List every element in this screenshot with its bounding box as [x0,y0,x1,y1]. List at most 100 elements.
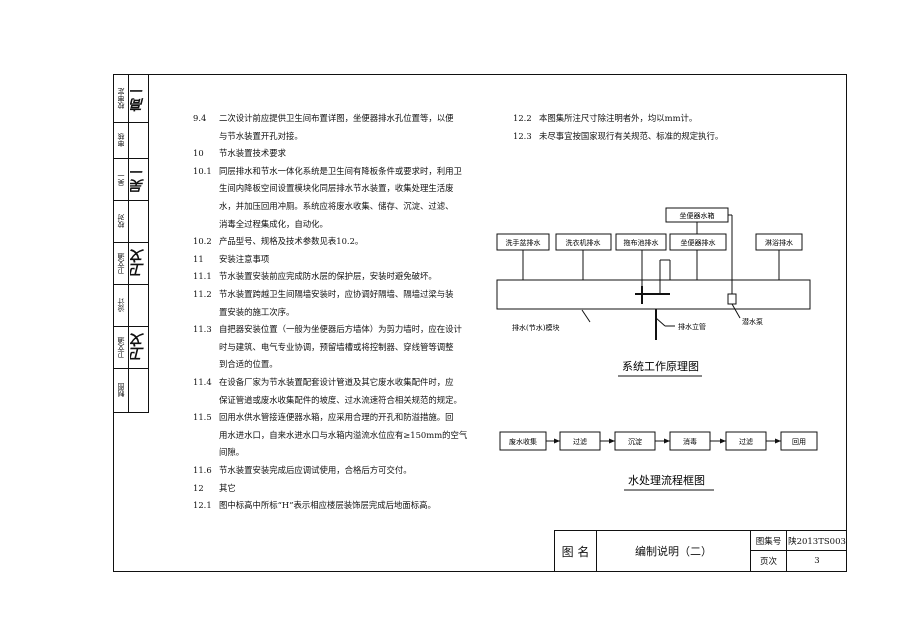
signature [129,201,148,242]
note-line: 12.2 本图集所注尺寸除注明者外，均以mm计。 [513,110,697,126]
sidebar-cell: 审核 [114,123,148,159]
note-line: 置安装的施工次序。 [193,304,294,320]
note-line: 11 安装注意事项 [193,251,269,267]
note-text: 本图集所注尺寸除注明者外，均以mm计。 [539,113,698,123]
drawing-name-label: 图 名 [555,531,597,571]
note-line: 11.6 节水装置安装完成后应调试使用，合格后方可交付。 [193,462,412,478]
riser-label: 排水立管 [678,322,706,331]
note-line: 12 其它 [193,480,236,496]
note-text: 保证管道或废水收集配件的坡度、过水流速符合相关规范的规定。 [219,394,462,405]
note-number: 9.4 [193,113,207,123]
note-line: 10.2 产品型号、规格及技术参数见表10.2。 [193,233,363,249]
note-text: 到合适的位置。 [219,359,278,370]
pump-box [727,293,737,305]
system-principle-caption: 系统工作原理图 [622,360,699,373]
flow-box-3 [615,233,667,251]
drain-module-label: 排水(节水)模块 [512,323,559,332]
sidebar-divider [128,201,129,242]
note-line: 10 节水装置技术要求 [193,145,286,161]
note-text: 未尽事宜按国家现行有关规范、标准的规定执行。 [539,130,724,141]
sidebar-cell-label: 制图 [117,383,125,398]
note-number: 12 [193,482,204,493]
flow-label-1: 洗手盆排水 [506,238,541,247]
sidebar-divider [128,123,129,158]
sidebar-cell-label: 校对 [117,214,125,229]
note-line: 12.3 未尽事宜按国家现行有关规范、标准的规定执行。 [513,128,723,144]
sidebar-divider [128,243,129,284]
step-label-6: 回用 [792,438,806,446]
sidebar-cell-label: 设计 [117,298,125,313]
note-line: 11.5 回用水供水管接连便器水箱，应采用合理的开孔和防溢措施。回 [193,409,454,425]
note-text: 节水装置安装完成后应调试使用，合格后方可交付。 [219,465,412,475]
sidebar-cell-label: 审核 [117,133,125,148]
note-line: 用水进水口，自来水进水口与水箱内溢流水位应有≥150mm的空气 [193,427,467,443]
note-text: 节水装置安装前应完成防水层的保护层，安装时避免破坏。 [219,271,437,282]
drain-module-box [496,279,811,310]
note-text: 间隙。 [219,447,245,458]
sidebar-cell-label: 卫文通 [117,253,125,274]
sidebar-cell: 卫文通卫文 [114,327,148,369]
note-number: 11.6 [193,465,212,475]
note-number: 11.1 [193,271,212,282]
drawing-title: 编制说明（二） [597,531,751,571]
note-number: 12.2 [513,113,532,123]
note-text: 回用水供水管接连便器水箱，应采用合理的开孔和防溢措施。回 [219,412,454,423]
sidebar-divider [128,285,129,326]
sidebar-divider [128,75,129,122]
sidebar-divider [128,327,129,368]
note-number: 11.5 [193,412,212,423]
note-number: 10 [193,148,204,159]
note-text: 安装注意事项 [219,253,270,264]
sidebar-cell: 卫文通卫文 [114,243,148,285]
note-number: 10.2 [193,236,212,247]
drawing-frame: 校审定高一审核吴一吴一校对卫文通卫文设计卫文通卫文制图 [113,74,847,572]
signature: 高一 [130,84,146,113]
sidebar-cell: 校审定高一 [114,75,148,123]
note-text: 时与建筑、电气专业协调，预留墙槽或将控制器、穿线管等调整 [219,341,454,352]
note-line: 时与建筑、电气专业协调，预留墙槽或将控制器、穿线管等调整 [193,339,454,355]
signature [129,369,148,412]
note-text: 自把器安装位置（一般为坐便器后方墙体）为剪力墙时，应在设计 [219,324,462,335]
flowchart-caption: 水处理流程框图 [628,473,705,487]
page-label: 页次 [751,551,787,571]
note-text: 与节水装置开孔对接。 [219,130,303,141]
sidebar-divider [128,159,129,200]
note-line: 11.3 自把器安装位置（一般为坐便器后方墙体）为剪力墙时，应在设计 [193,321,462,337]
flow-label-4: 坐便器排水 [681,238,716,247]
sidebar-divider [128,369,129,412]
sidebar-cell: 制图 [114,369,148,413]
note-text: 节水装置跨越卫生间隔墙安装时，应协调好隔墙、隔墙过梁与装 [219,289,454,299]
note-line: 水，并加压回用冲厕。系统应将废水收集、储存、沉淀、过滤、 [193,198,454,214]
note-number: 12.3 [513,130,532,141]
sidebar-cell: 设计 [114,285,148,327]
step-label-3: 沉淀 [628,437,642,446]
sidebar-cell-label: 吴一 [117,172,125,187]
note-line: 消毒全过程集成化，自动化。 [193,216,328,232]
step-label-1: 废水收集 [509,437,537,446]
note-text: 同层排水和节水一体化系统是卫生间有降板条件或要求时，利用卫 [219,165,462,176]
atlas-number-value: 陕2013TS003 [787,531,847,551]
step-label-4: 消毒 [683,437,697,446]
note-text: 节水装置技术要求 [219,148,286,159]
note-number: 11.3 [193,324,212,335]
signature: 吴一 [130,165,146,194]
pump-label: 潜水泵 [742,317,763,326]
approval-sidebar: 校审定高一审核吴一吴一校对卫文通卫文设计卫文通卫文制图 [114,75,149,413]
signature: 卫文 [130,249,146,278]
note-number: 12.1 [193,500,212,511]
flow-label-3: 拖布池排水 [624,238,659,247]
note-text: 水，并加压回用冲厕。系统应将废水收集、储存、沉淀、过滤、 [219,201,454,211]
flow-label-2: 洗衣机排水 [566,238,601,247]
system-principle-diagram: 坐便器水箱 洗手盆排水 洗衣机排水 拖布池排水 坐便器排水 淋浴排水 排水(节水… [496,207,811,377]
note-text: 其它 [219,482,236,493]
note-text: 置安装的施工次序。 [219,306,295,317]
step-label-5: 过滤 [739,437,753,446]
note-number: 11 [193,253,204,264]
sidebar-cell-label: 校审定 [117,88,125,109]
note-line: 与节水装置开孔对接。 [193,128,303,144]
flow-box-4 [669,233,727,251]
note-text: 产品型号、规格及技术参数见表10.2。 [219,236,364,247]
